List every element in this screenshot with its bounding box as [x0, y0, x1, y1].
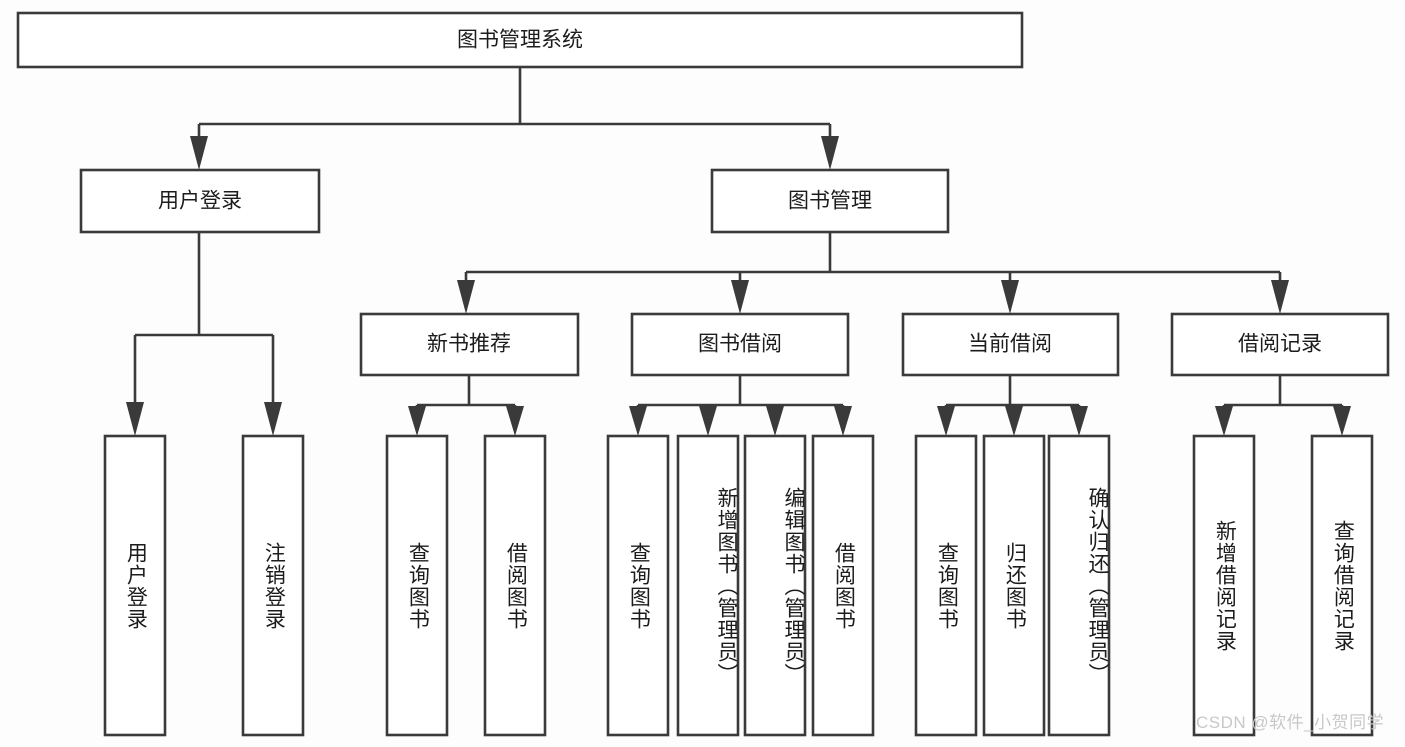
arrow-head-user-login — [190, 136, 208, 170]
node-leaf-query-book-2-box[interactable] — [606, 434, 670, 737]
node-book-borrow[interactable]: 图书借阅 — [630, 312, 850, 377]
arrow-head-leaf-add-book — [699, 406, 717, 436]
arrow-head-book-manage — [821, 136, 839, 170]
node-new-book-rec[interactable]: 新书推荐 — [359, 312, 580, 377]
node-book-manage[interactable]: 图书管理 — [710, 168, 950, 234]
node-borrow-record-label: 借阅记录 — [1238, 333, 1322, 356]
node-current-borrow-label: 当前借阅 — [968, 333, 1052, 356]
arrow-head-leaf-query-book-2 — [629, 406, 647, 436]
arrow-head-leaf-edit-book — [766, 406, 784, 436]
arrow-head-current-borrow — [1001, 280, 1019, 314]
node-root-label: 图书管理系统 — [457, 29, 583, 52]
connector-group-book-manage — [457, 232, 1289, 314]
node-leaf-borrow-book-2-box[interactable] — [811, 434, 875, 737]
arrow-head-leaf-borrow-book-2 — [834, 406, 852, 436]
node-book-borrow-label: 图书借阅 — [698, 333, 782, 356]
node-leaf-add-book-box[interactable] — [676, 434, 740, 737]
node-user-login[interactable]: 用户登录 — [79, 168, 321, 234]
node-leaf-borrow-book-1-box[interactable] — [483, 434, 547, 737]
arrow-head-leaf-return-book — [1005, 406, 1023, 436]
arrow-head-leaf-add-record — [1215, 406, 1233, 436]
node-leaf-query-book-3-box[interactable] — [914, 434, 978, 737]
csdn-watermark: CSDN @软件_小贺同学 — [1196, 713, 1385, 732]
connector-group-user-login — [126, 232, 282, 436]
node-new-book-rec-box[interactable] — [359, 312, 580, 377]
node-root[interactable]: 图书管理系统 — [16, 11, 1024, 69]
node-new-book-rec-label: 新书推荐 — [427, 333, 511, 356]
node-leaf-confirm-return-box[interactable] — [1047, 434, 1111, 737]
connector-group-book-borrow — [629, 375, 852, 436]
connector-group-root — [190, 67, 839, 170]
node-leaf-logout-box[interactable] — [241, 434, 305, 737]
node-root-box[interactable] — [16, 11, 1024, 69]
node-current-borrow-box[interactable] — [901, 312, 1120, 377]
arrow-head-leaf-logout — [264, 402, 282, 436]
node-book-manage-label: 图书管理 — [788, 190, 872, 213]
arrow-head-leaf-confirm-return — [1070, 406, 1088, 436]
node-user-login-label: 用户登录 — [158, 190, 242, 213]
arrow-head-leaf-query-book-3 — [937, 406, 955, 436]
arrow-head-leaf-user-login — [126, 402, 144, 436]
node-leaf-edit-book-box[interactable] — [743, 434, 807, 737]
connector-group-new-book-rec — [408, 375, 524, 436]
node-leaf-user-login-box[interactable] — [103, 434, 167, 737]
node-borrow-record[interactable]: 借阅记录 — [1170, 312, 1390, 377]
arrow-head-book-borrow — [731, 280, 749, 314]
node-current-borrow[interactable]: 当前借阅 — [901, 312, 1120, 377]
node-leaf-return-book-box[interactable] — [982, 434, 1046, 737]
arrow-head-leaf-borrow-book-1 — [506, 406, 524, 436]
arrow-head-leaf-query-book-1 — [408, 406, 426, 436]
arrow-head-new-book-rec — [457, 280, 475, 314]
connector-group-borrow-record — [1215, 375, 1351, 436]
arrow-head-borrow-record — [1271, 280, 1289, 314]
node-book-borrow-box[interactable] — [630, 312, 850, 377]
arrow-head-leaf-query-record — [1333, 406, 1351, 436]
connector-group-current-borrow — [937, 375, 1088, 436]
node-user-login-box[interactable] — [79, 168, 321, 234]
node-book-manage-box[interactable] — [710, 168, 950, 234]
node-leaf-add-record-box[interactable] — [1192, 434, 1256, 737]
node-leaf-query-record-box[interactable] — [1310, 434, 1374, 737]
node-leaf-query-book-1-box[interactable] — [385, 434, 449, 737]
node-borrow-record-box[interactable] — [1170, 312, 1390, 377]
